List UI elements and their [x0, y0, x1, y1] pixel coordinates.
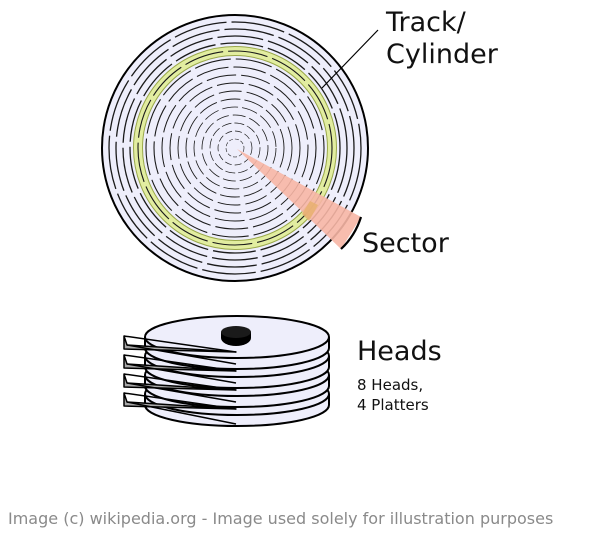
- sector-outer-edge: [340, 216, 363, 250]
- track-pointer-line: [321, 29, 379, 89]
- image-credit: Image (c) wikipedia.org - Image used sol…: [8, 509, 554, 528]
- track-rings: [108, 21, 362, 275]
- track-highlight-inner-edge: [142, 55, 328, 241]
- track-label-line2: Cylinder: [386, 39, 498, 70]
- sector-track-intersection: [302, 201, 318, 221]
- platters-count-label: 4 Platters: [357, 396, 429, 414]
- platter-stack: [123, 315, 330, 427]
- sector-wedge: [237, 149, 361, 249]
- spindle-hub-top: [221, 326, 251, 338]
- platter-top-view: [101, 14, 379, 282]
- track-highlight-outer-edge: [133, 46, 337, 250]
- track-cylinder-label: Track/ Cylinder: [386, 7, 498, 71]
- heads-count-label: 8 Heads,: [357, 376, 424, 394]
- head-arms: [123, 335, 237, 410]
- head-arms-lower: [126, 344, 237, 425]
- heads-label: Heads: [357, 336, 442, 367]
- sector-label: Sector: [362, 228, 449, 259]
- track-label-line1: Track/: [386, 7, 466, 38]
